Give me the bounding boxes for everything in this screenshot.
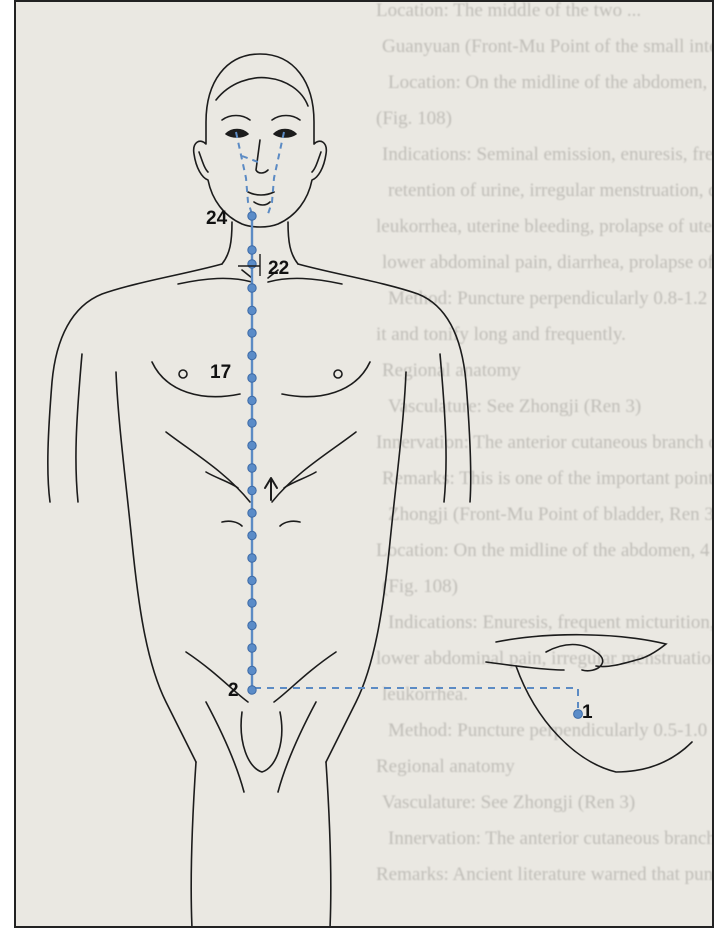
- bleed-through-line: Innervation: The anterior cutaneous bran…: [388, 828, 712, 849]
- bleed-through-line: Vasculature: See Zhongji (Ren 3): [388, 396, 641, 417]
- right-inguinal: [274, 652, 336, 702]
- bleed-through-line: Regional anatomy: [382, 360, 521, 381]
- acupoint-dot: [248, 374, 256, 382]
- acupoint-dot: [248, 531, 256, 539]
- acupoint-dot: [248, 212, 256, 220]
- acupoint-dot: [248, 486, 256, 494]
- acupoint-dot: [248, 351, 256, 359]
- torso-left-side: [116, 372, 196, 762]
- bleed-through-line: lower abdominal pain, irregular menstrua…: [376, 648, 712, 669]
- acupoint-dot: [248, 464, 256, 472]
- rib-arch: [166, 432, 250, 502]
- bleed-through-line: it and tonify long and frequently.: [376, 324, 626, 345]
- acupoint-dot: [248, 284, 256, 292]
- left-shoulder-arm: [48, 264, 222, 502]
- clavicle-left: [178, 278, 252, 284]
- bleed-through-line: Location: The middle of the two ...: [376, 2, 641, 21]
- clavicle-right: [268, 278, 342, 284]
- bleed-through-line: lower abdominal pain, diarrhea, prolapse…: [382, 252, 712, 273]
- acupoint-dot: [248, 644, 256, 652]
- acupoint-dot: [248, 246, 256, 254]
- point-label-22: 22: [268, 258, 289, 279]
- nose: [256, 140, 268, 173]
- acupoint-dot: [248, 441, 256, 449]
- bleed-through-line: Indications: Seminal emission, enuresis,…: [382, 144, 712, 165]
- right-pectoral: [282, 362, 370, 397]
- bleed-through-line: (Fig. 108): [376, 108, 452, 129]
- acupoint-dot: [248, 306, 256, 314]
- acupoint-dot: [248, 260, 256, 268]
- point-label-1: 1: [582, 702, 593, 723]
- acupoint-dot: [248, 599, 256, 607]
- right-nipple: [334, 370, 342, 378]
- acupoint-dot: [248, 554, 256, 562]
- left-inguinal: [186, 652, 248, 702]
- bleed-through-line: Vasculature: See Zhongji (Ren 3): [382, 792, 635, 813]
- acupoint-dot: [248, 329, 256, 337]
- bleed-through-line: Method: Puncture perpendicularly 0.5-1.0…: [388, 720, 712, 741]
- acupoint-dot: [248, 686, 256, 694]
- right-eye: [274, 130, 296, 138]
- bleed-through-line: Indications: Enuresis, frequent micturit…: [388, 612, 712, 633]
- acupoint-dot: [248, 621, 256, 629]
- bleed-through-line: Innervation: The anterior cutaneous bran…: [376, 432, 712, 453]
- right-eyebrow: [272, 116, 300, 121]
- bleed-through-line: retention of urine, irregular menstruati…: [388, 180, 712, 201]
- bleed-through-line: Remarks: This is one of the important po…: [382, 468, 712, 489]
- acupoint-dot: [248, 419, 256, 427]
- bleed-through-text: Location: The middle of the two ... Guany…: [376, 2, 712, 885]
- navel-arrow: [265, 478, 277, 500]
- acupoint-dot: [248, 396, 256, 404]
- bleed-through-line: Zhongji (Front-Mu Point of bladder, Ren …: [388, 504, 712, 525]
- left-eyebrow: [222, 116, 250, 121]
- point-label-2: 2: [228, 680, 239, 701]
- point-label-17: 17: [210, 362, 231, 383]
- genitalia: [241, 712, 282, 772]
- acupuncture-figure: Location: The middle of the two ... Guany…: [16, 2, 712, 928]
- bleed-through-line: leukorrhea, uterine bleeding, prolapse o…: [376, 216, 712, 237]
- acupoint-dot: [248, 576, 256, 584]
- bleed-through-line: Location: On the midline of the abdomen,…: [388, 72, 712, 93]
- point-label-24: 24: [206, 208, 228, 229]
- bleed-through-line: Regional anatomy: [376, 756, 515, 777]
- bleed-through-line: (Fig. 108): [382, 576, 458, 597]
- bleed-through-line: Location: On the midline of the abdomen,…: [376, 540, 712, 561]
- bleed-through-line: Remarks: Ancient literature warned that …: [376, 864, 712, 885]
- mouth: [248, 192, 274, 195]
- figure-frame: Location: The middle of the two ... Guany…: [14, 0, 714, 928]
- left-nipple: [179, 370, 187, 378]
- acupoint-dot: [248, 666, 256, 674]
- bleed-through-line: Guanyuan (Front-Mu Point of the small in…: [382, 36, 712, 57]
- acupoint-dot: [248, 509, 256, 517]
